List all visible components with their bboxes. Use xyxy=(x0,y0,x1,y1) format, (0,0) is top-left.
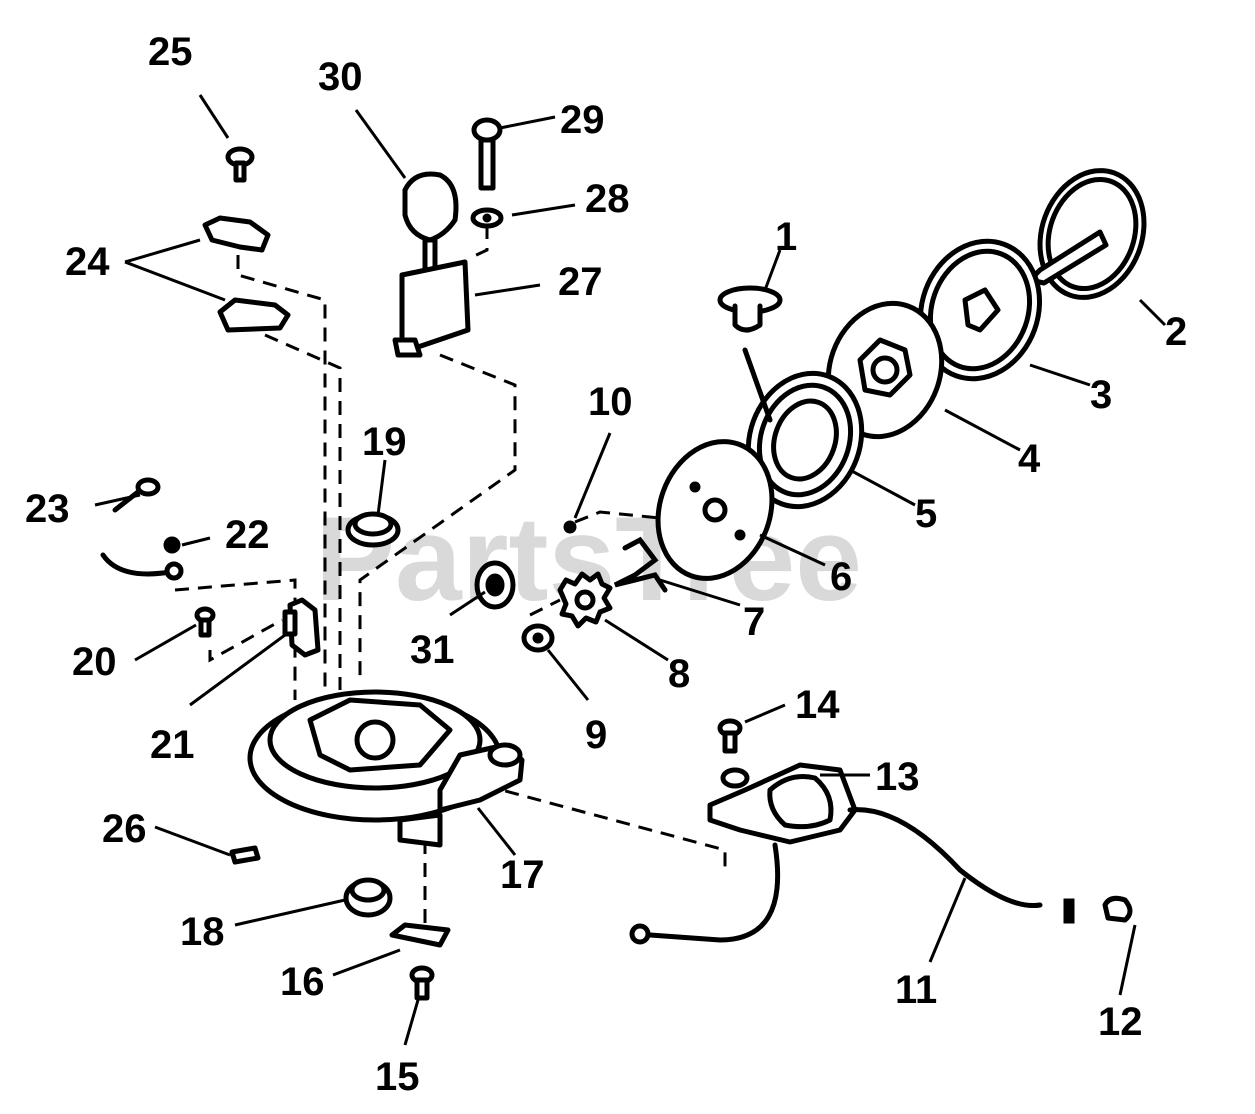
part-label[interactable]: 21 xyxy=(150,723,195,767)
part-8-shape xyxy=(557,571,613,629)
part-28-shape xyxy=(470,207,504,229)
part-label[interactable]: 17 xyxy=(500,853,545,897)
part-18-shape xyxy=(343,877,393,918)
part-label[interactable]: 10 xyxy=(588,380,633,424)
part-27-shape xyxy=(392,237,471,358)
part-label[interactable]: 1 xyxy=(775,215,797,259)
part-label[interactable]: 22 xyxy=(225,513,270,557)
part-15-shape xyxy=(409,965,435,1001)
part-1-shape xyxy=(717,285,783,333)
part-label[interactable]: 18 xyxy=(180,910,225,954)
part-label[interactable]: 2 xyxy=(1165,310,1187,354)
part-label[interactable]: 19 xyxy=(362,420,407,464)
part-label[interactable]: 13 xyxy=(875,755,920,799)
part-label[interactable]: 31 xyxy=(410,628,455,672)
part-17-shape xyxy=(247,689,525,848)
part-label[interactable]: 12 xyxy=(1098,1000,1143,1044)
part-label[interactable]: 25 xyxy=(148,30,193,74)
part-label[interactable]: 28 xyxy=(585,177,630,221)
part-label[interactable]: 3 xyxy=(1090,373,1112,417)
part-5-shape xyxy=(742,347,865,510)
assembly-dashed-lines xyxy=(174,225,727,925)
part-7-shape xyxy=(613,536,668,593)
part-21-shape xyxy=(282,597,321,658)
part-label[interactable]: 14 xyxy=(795,683,840,727)
part-3-shape xyxy=(917,238,1043,382)
part-label[interactable]: 5 xyxy=(915,492,937,536)
part-label[interactable]: 20 xyxy=(72,640,117,684)
part-label[interactable]: 15 xyxy=(375,1055,420,1099)
part-label[interactable]: 9 xyxy=(585,713,607,757)
part-label[interactable]: 11 xyxy=(895,968,937,1012)
leader-lines xyxy=(94,94,1167,1046)
part-20-shape xyxy=(194,606,216,638)
part-12-shape xyxy=(1102,895,1133,923)
part-13-shape xyxy=(707,762,858,845)
part-label[interactable]: 30 xyxy=(318,55,363,99)
part-label[interactable]: 23 xyxy=(25,487,70,531)
part-30-shape xyxy=(402,171,459,243)
part-11-shape xyxy=(629,807,1075,945)
part-16-shape xyxy=(389,922,451,948)
part-label[interactable]: 6 xyxy=(830,555,852,599)
part-23-shape xyxy=(100,477,184,581)
part-19-shape xyxy=(345,511,401,548)
part-label[interactable]: 7 xyxy=(743,600,765,644)
part-label[interactable]: 8 xyxy=(668,652,690,696)
part-2-shape xyxy=(1027,168,1147,300)
part-label[interactable]: 27 xyxy=(558,260,603,304)
part-14-shape xyxy=(717,718,743,754)
part-31-shape xyxy=(474,560,516,610)
part-label[interactable]: 24 xyxy=(65,240,110,284)
part-label[interactable]: 4 xyxy=(1018,437,1041,481)
part-10-shape xyxy=(563,520,577,534)
part-9-shape xyxy=(521,623,555,653)
part-label[interactable]: 26 xyxy=(102,807,147,851)
part-22-shape xyxy=(163,536,181,554)
part-label[interactable]: 29 xyxy=(560,98,605,142)
part-25-shape xyxy=(225,146,255,183)
part-label[interactable]: 16 xyxy=(280,960,325,1004)
part-6-shape xyxy=(655,439,775,581)
part-29-shape xyxy=(471,117,503,191)
part-26-shape xyxy=(229,845,261,865)
part-24-shape xyxy=(202,215,291,333)
part-labels: 1 2 3 4 5 6 7 8 9 10 11 12 13 14 15 16 1… xyxy=(25,30,1187,1099)
